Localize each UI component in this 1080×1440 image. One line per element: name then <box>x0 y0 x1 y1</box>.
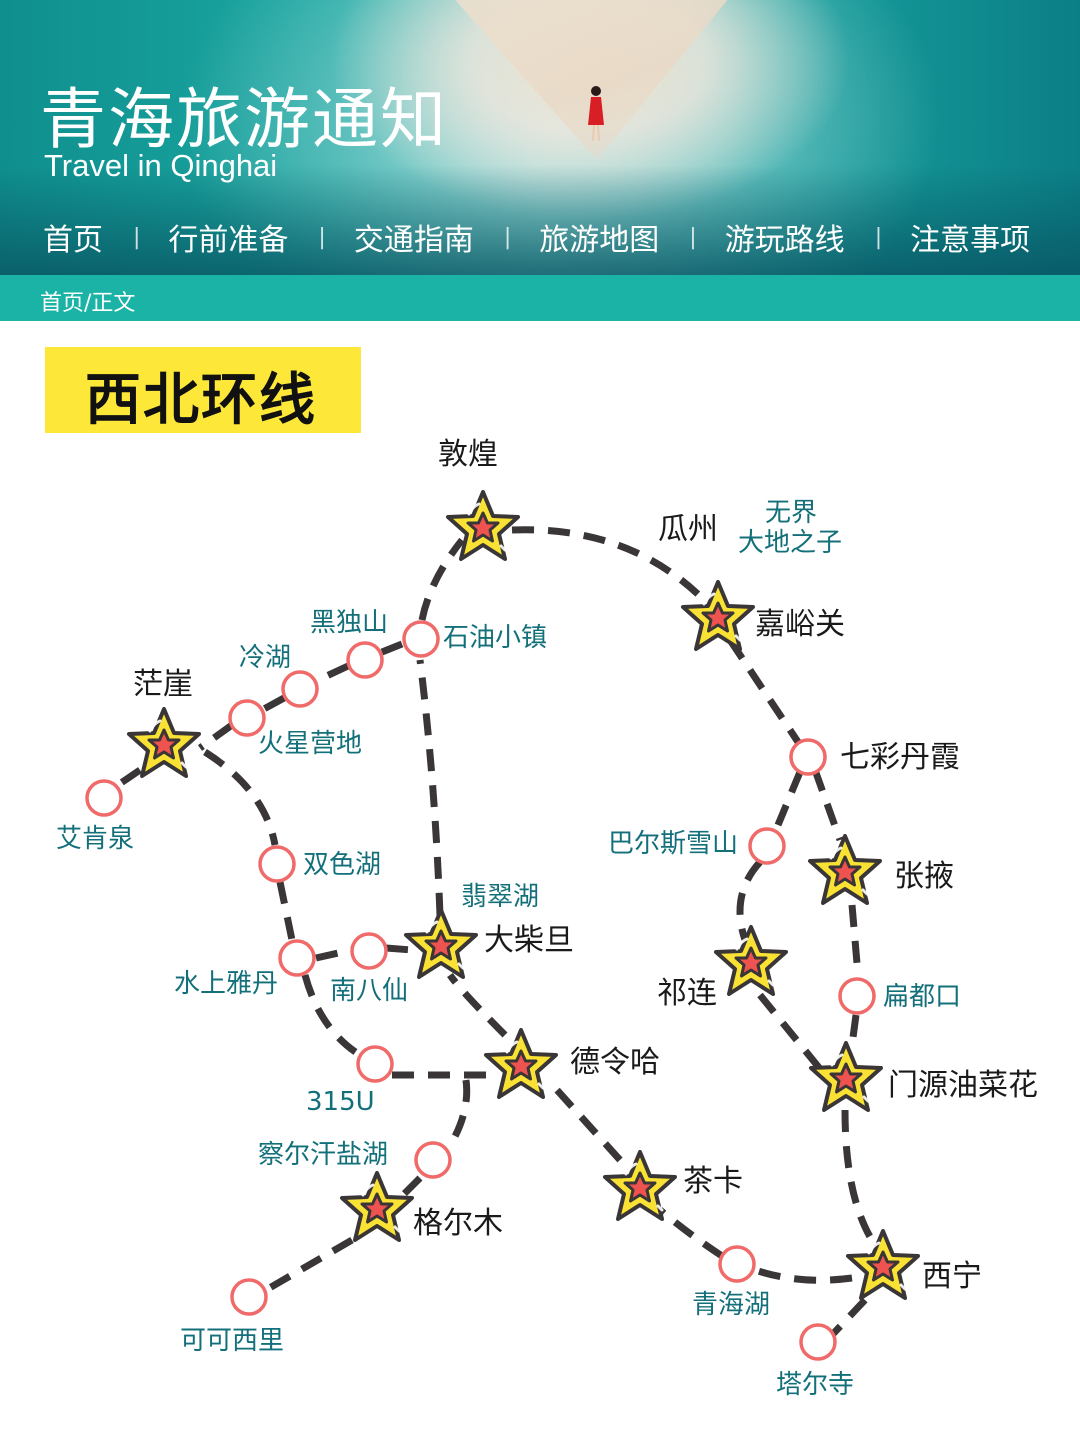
stop-label-chaerhan: 察尔汗盐湖 <box>258 1140 389 1170</box>
stop-label-315u: 315U <box>306 1087 375 1117</box>
stop-label-chaka: 茶卡 <box>683 1164 743 1199</box>
stop-label-wujie: 无界 <box>765 498 818 528</box>
nav-preparation[interactable]: 行前准备 <box>168 223 289 258</box>
stop-label-biandukou: 扁都口 <box>883 982 962 1012</box>
stop-label-shuishang: 水上雅丹 <box>174 969 279 999</box>
stop-label-dunhuang: 敦煌 <box>438 437 498 472</box>
nav-separator: | <box>318 224 326 250</box>
stop-label-jiayuguan: 嘉峪关 <box>755 607 845 642</box>
page-subtitle: Travel in Qinghai <box>44 148 278 183</box>
nav-separator: | <box>133 224 141 250</box>
banner-figure-decoration <box>588 86 604 142</box>
stop-label-kekexili: 可可西里 <box>180 1326 285 1356</box>
nav-transport-guide[interactable]: 交通指南 <box>353 223 474 258</box>
stop-label-zhangye: 张掖 <box>894 859 954 894</box>
main-nav: 首页 | 行前准备 | 交通指南 | 旅游地图 | 游玩路线 | 注意事项 <box>0 212 1080 262</box>
stop-label-feicui: 翡翠湖 <box>461 882 540 912</box>
stop-label-delingha: 德令哈 <box>570 1045 660 1080</box>
stop-label-qinghaihu: 青海湖 <box>692 1290 771 1320</box>
stop-label-lenghu: 冷湖 <box>239 643 292 673</box>
stop-label-shuangse: 双色湖 <box>303 850 382 880</box>
nav-separator: | <box>689 224 697 250</box>
breadcrumb[interactable]: 首页/正文 <box>40 291 136 316</box>
stop-label-heidushan: 黑独山 <box>310 608 389 638</box>
route-lines <box>116 526 878 1338</box>
stop-label-shiyou: 石油小镇 <box>443 623 548 653</box>
nav-routes[interactable]: 游玩路线 <box>724 223 845 258</box>
stop-label-baersi: 巴尔斯雪山 <box>608 829 739 859</box>
nav-separator: | <box>874 224 883 250</box>
stop-label-huoxing: 火星营地 <box>258 729 363 759</box>
page-title: 青海旅游通知 <box>40 81 448 158</box>
stop-label-aikenquan: 艾肯泉 <box>56 824 135 854</box>
stop-label-mangya: 茫崖 <box>133 667 193 702</box>
breadcrumb-bar: 首页/正文 <box>0 275 1080 321</box>
stop-label-taersi: 塔尔寺 <box>776 1370 855 1400</box>
stop-label-qilian: 祁连 <box>657 976 717 1011</box>
nav-home[interactable]: 首页 <box>43 223 103 258</box>
stop-label-dachaidan: 大柴旦 <box>484 923 574 958</box>
nav-separator: | <box>503 224 512 250</box>
header-banner: 青海旅游通知 Travel in Qinghai 首页 | 行前准备 | 交通指… <box>0 0 1080 275</box>
stop-label-xining: 西宁 <box>922 1259 982 1294</box>
nav-travel-map[interactable]: 旅游地图 <box>539 223 660 258</box>
route-title-badge: 西北环线 <box>45 347 361 433</box>
nav-notices[interactable]: 注意事项 <box>910 223 1031 258</box>
route-title: 西北环线 <box>85 368 317 433</box>
stop-label-qicai: 七彩丹霞 <box>840 740 960 775</box>
stop-label-golmud: 格尔木 <box>413 1206 503 1241</box>
stop-label-guazhou: 瓜州 <box>658 512 718 547</box>
stop-label-wujie-line2: 大地之子 <box>738 528 843 558</box>
stop-label-menyuan: 门源油菜花 <box>888 1068 1038 1103</box>
stop-label-nanbaxian: 南八仙 <box>330 976 409 1006</box>
